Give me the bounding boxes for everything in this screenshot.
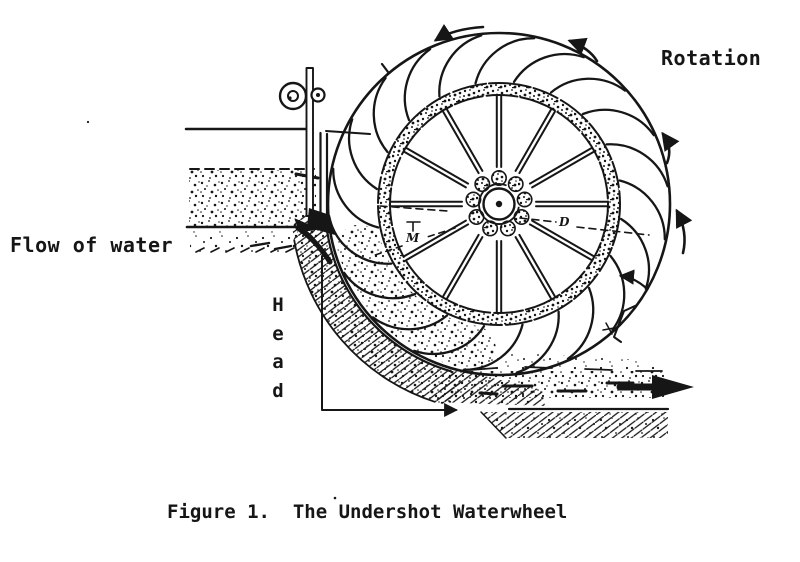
wheel-blades bbox=[329, 34, 669, 374]
figure-caption: Figure 1. The Undershot Waterwheel bbox=[167, 501, 568, 523]
flow-of-water-label: Flow of water bbox=[10, 233, 174, 257]
dimension-marks bbox=[321, 205, 650, 417]
m-dimension-line bbox=[371, 227, 456, 257]
gate-crank-wheel bbox=[278, 81, 308, 111]
outflow-arrow bbox=[652, 375, 694, 399]
rotation-arrows bbox=[433, 23, 693, 289]
m-dimension-label: M bbox=[406, 231, 420, 245]
wheel-spokes bbox=[390, 95, 608, 313]
blade-direction-arrow bbox=[618, 269, 647, 289]
rotation-arrow bbox=[675, 208, 693, 255]
sluice-gate bbox=[278, 67, 335, 265]
waterwheel bbox=[326, 31, 672, 377]
scan-specks bbox=[86, 62, 390, 500]
rotation-arrow bbox=[567, 37, 599, 63]
blade-depth-bracket bbox=[613, 304, 638, 343]
rotation-arrow bbox=[661, 131, 680, 165]
diameter-dimension-label: D bbox=[559, 215, 570, 229]
rotation-label: Rotation bbox=[661, 46, 762, 70]
ground-hatch bbox=[480, 411, 668, 439]
rotation-arrow bbox=[433, 23, 485, 42]
head-label: H e a d bbox=[272, 294, 284, 402]
diameter-dimension-line bbox=[519, 217, 650, 236]
wheel-hub bbox=[465, 170, 533, 237]
tailrace-water bbox=[452, 352, 694, 411]
head-dimension-arrow bbox=[321, 255, 459, 417]
